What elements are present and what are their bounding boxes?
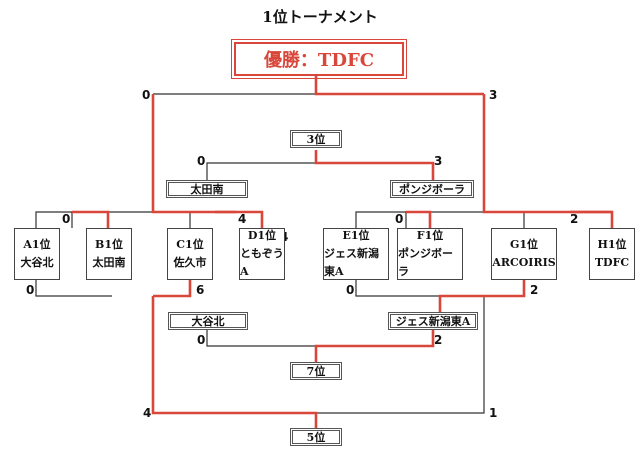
team-seed: A1位 bbox=[23, 238, 51, 251]
fifth-line-right bbox=[316, 296, 485, 414]
team-box-d: D1位 ともぞうA bbox=[239, 228, 285, 280]
third-line-left bbox=[206, 162, 316, 180]
champion-box: 優勝：TDFC bbox=[231, 39, 407, 79]
qf3-win-line bbox=[406, 210, 432, 228]
fifth-place-label: 5位 bbox=[290, 428, 342, 446]
cons-e-line bbox=[355, 280, 440, 297]
qf1-left-line bbox=[35, 211, 72, 228]
third-win-line bbox=[314, 150, 435, 180]
cons-score-e: 0 bbox=[346, 283, 355, 297]
qf4-left-line bbox=[523, 211, 570, 228]
fifth-win-line bbox=[151, 296, 318, 428]
team-name: 太田南 bbox=[92, 256, 126, 269]
fifth-score-right: 1 bbox=[489, 406, 498, 420]
team-name: ジェス新潟東A bbox=[324, 247, 379, 278]
qf4-win-line bbox=[570, 210, 614, 228]
third-score-left: 0 bbox=[197, 154, 206, 168]
qf2-win-line bbox=[215, 210, 264, 228]
team-box-f: F1位 ポンジボーラ bbox=[397, 228, 463, 280]
team-seed: B1位 bbox=[95, 238, 123, 251]
seventh-score-right: 2 bbox=[434, 333, 443, 347]
final-score-left: 0 bbox=[142, 88, 151, 102]
team-seed: G1位 bbox=[509, 238, 539, 251]
cons-score-c: 6 bbox=[196, 283, 205, 297]
team-name: 大谷北 bbox=[20, 256, 54, 269]
sf1-score-left: 0 bbox=[62, 212, 71, 226]
cons-score-g: 2 bbox=[530, 283, 539, 297]
team-seed: E1位 bbox=[342, 229, 370, 242]
third-score-right: 3 bbox=[434, 154, 443, 168]
team-name: ポンジボーラ bbox=[398, 247, 453, 278]
third-place-label: 3位 bbox=[290, 130, 342, 148]
team-box-h: H1位 TDFC bbox=[589, 228, 635, 280]
sf2-score-left: 0 bbox=[395, 212, 404, 226]
seventh-line-left bbox=[206, 328, 316, 347]
team-box-b: B1位 太田南 bbox=[86, 228, 132, 280]
seventh-place-label: 7位 bbox=[290, 362, 342, 380]
sf2-win-line bbox=[482, 94, 612, 214]
final-win-line bbox=[314, 76, 484, 96]
sf1-win-line bbox=[151, 94, 236, 214]
team-box-c: C1位 佐久市 bbox=[167, 228, 213, 280]
qf3-left-line bbox=[355, 211, 406, 228]
team-box-e: E1位 ジェス新潟東A bbox=[323, 228, 389, 280]
sf1-line-left bbox=[71, 211, 153, 228]
sf2-line-left bbox=[405, 211, 484, 228]
page-title: 1位トーナメント bbox=[262, 8, 378, 26]
cons-score-a: 0 bbox=[26, 283, 35, 297]
seventh-team-right: ジェス新潟東A bbox=[388, 312, 478, 330]
qf2-left-line bbox=[189, 211, 215, 228]
team-seed: C1位 bbox=[176, 238, 204, 251]
team-name: TDFC bbox=[594, 256, 630, 269]
seventh-win-line bbox=[314, 330, 435, 362]
qf1-win-line bbox=[72, 210, 110, 228]
sf2-score-right: 2 bbox=[570, 212, 579, 226]
final-score-right: 3 bbox=[489, 88, 498, 102]
team-seed: H1位 bbox=[597, 238, 627, 251]
seventh-team-left: 大谷北 bbox=[168, 312, 248, 330]
cons-c-win-line bbox=[153, 280, 192, 298]
team-name: ともぞうA bbox=[240, 247, 284, 278]
cons-g-win-line bbox=[438, 280, 526, 312]
sf1-score-right: 4 bbox=[238, 212, 247, 226]
third-team-right: ポンジボーラ bbox=[390, 180, 474, 198]
third-team-left: 太田南 bbox=[166, 180, 248, 198]
cons-a-line bbox=[35, 280, 112, 297]
team-box-g: G1位 ARCOIRIS bbox=[491, 228, 557, 280]
seventh-score-left: 0 bbox=[197, 333, 206, 347]
team-name: ARCOIRIS bbox=[492, 256, 556, 269]
team-seed: D1位 bbox=[247, 229, 277, 242]
team-name: 佐久市 bbox=[173, 256, 207, 269]
team-box-a: A1位 大谷北 bbox=[14, 228, 60, 280]
team-seed: F1位 bbox=[416, 229, 444, 242]
fifth-score-left: 4 bbox=[143, 406, 152, 420]
